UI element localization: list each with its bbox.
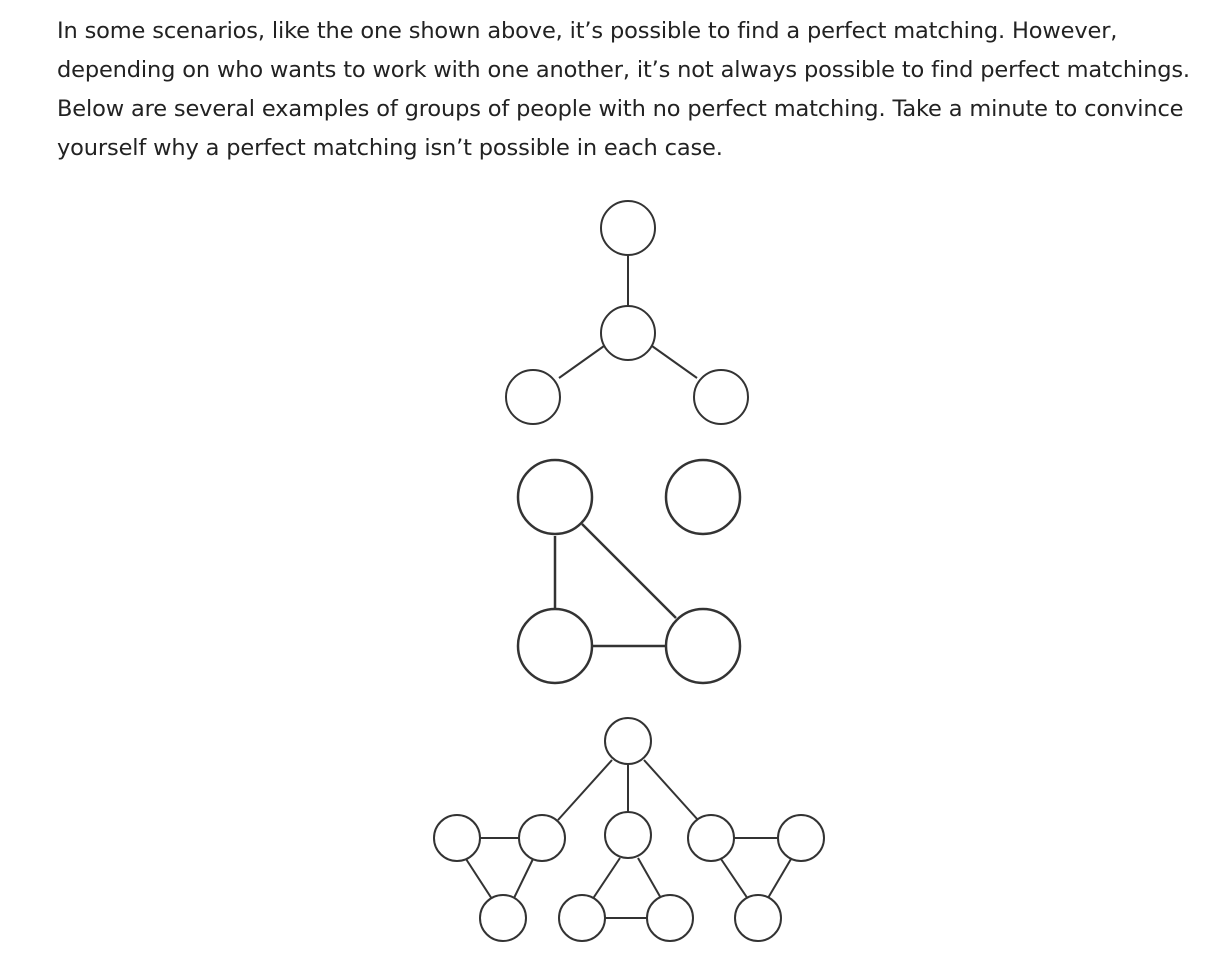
article-content: In some scenarios, like the one shown ab… [57, 12, 1207, 168]
star-graph [505, 200, 749, 425]
graph-node [734, 894, 782, 942]
graph-node [604, 717, 652, 765]
graph-edge [465, 858, 493, 900]
graph-node [693, 369, 749, 425]
graph-node [433, 814, 481, 862]
graph-node [777, 814, 825, 862]
graph-node [518, 814, 566, 862]
graph-node [604, 811, 652, 859]
graph-node [505, 369, 561, 425]
graph-node [664, 607, 742, 685]
graph-edge [767, 858, 792, 899]
graph-edge [591, 857, 621, 901]
graph-edge [720, 858, 749, 900]
graph-node [516, 458, 594, 536]
graph-node [479, 894, 527, 942]
graph-node [646, 894, 694, 942]
graph-edge [557, 759, 613, 821]
graph-edge [558, 345, 605, 379]
graph-node [600, 305, 656, 361]
graph-node [558, 894, 606, 942]
graph-node [600, 200, 656, 256]
graph-node [516, 607, 594, 685]
graph-edge [581, 523, 677, 619]
three-triangles-graph [433, 717, 825, 942]
graph-node [687, 814, 735, 862]
graph-edge [651, 345, 698, 379]
article-paragraph: In some scenarios, like the one shown ab… [57, 18, 1190, 161]
triangle-plus-isolated-graph [516, 458, 742, 685]
graph-edge [643, 759, 699, 821]
graph-edge [637, 857, 663, 901]
graph-edge [513, 858, 534, 899]
graph-node [664, 458, 742, 536]
